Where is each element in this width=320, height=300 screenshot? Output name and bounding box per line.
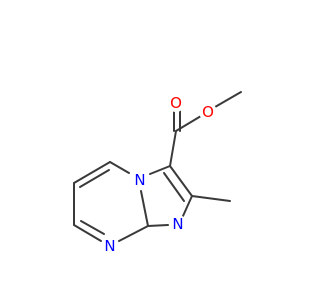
bond-ccarbonyl-c3 bbox=[169, 130, 177, 167]
bond-c2-nimidazole bbox=[182, 195, 193, 217]
atom-o-carbonyl: O bbox=[167, 94, 185, 112]
atom-background bbox=[131, 171, 149, 189]
atom-background bbox=[101, 237, 119, 255]
atom-label: O bbox=[202, 103, 214, 121]
bond-layer bbox=[73, 91, 242, 242]
atom-layer: O O N N N bbox=[101, 94, 217, 255]
bond-c3-c2-1 bbox=[169, 165, 193, 197]
molecule-structure: O O N N N bbox=[73, 91, 242, 255]
bond-c5-c6-2 bbox=[79, 169, 110, 188]
bond-c7-npyrimidine-1 bbox=[73, 224, 102, 242]
atom-label: O bbox=[170, 94, 182, 112]
bond-c8a-nbridge bbox=[140, 190, 149, 227]
atom-n-pyrimidine: N bbox=[101, 237, 119, 255]
bond-nimidazole-c8a bbox=[147, 224, 169, 227]
atom-n-bridge: N bbox=[131, 171, 149, 189]
atom-background bbox=[169, 215, 187, 233]
atom-label: N bbox=[172, 215, 183, 233]
bond-c3-c2-2 bbox=[163, 172, 185, 202]
bond-nbridge-c5 bbox=[109, 161, 130, 174]
bond-c5-c6-1 bbox=[73, 161, 111, 184]
atom-n-imidazole: N bbox=[169, 215, 187, 233]
bond-methyl-oester bbox=[214, 91, 242, 108]
atom-label: N bbox=[104, 237, 115, 255]
bond-npyrimidine-c8a bbox=[118, 225, 149, 242]
atom-background bbox=[167, 94, 185, 112]
atom-label: N bbox=[134, 171, 145, 189]
bond-c7-npyrimidine-2 bbox=[80, 220, 105, 235]
atom-o-ester: O bbox=[199, 103, 217, 121]
bond-c2-methyl bbox=[191, 195, 231, 202]
atom-background bbox=[199, 103, 217, 121]
bond-c3-nbridge bbox=[149, 165, 171, 175]
